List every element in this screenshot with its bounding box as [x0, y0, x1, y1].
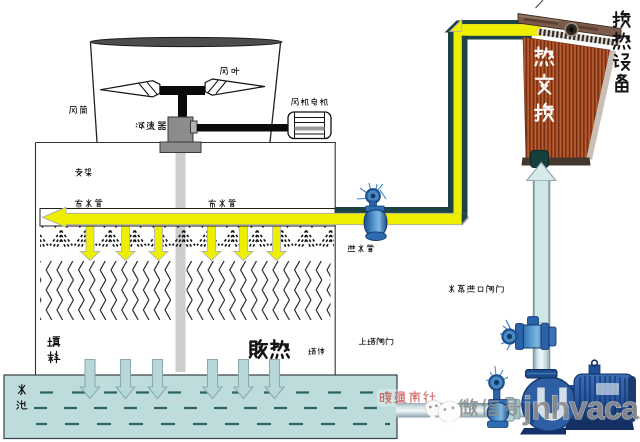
svg-text:jnhvaca: jnhvaca: [522, 390, 640, 426]
